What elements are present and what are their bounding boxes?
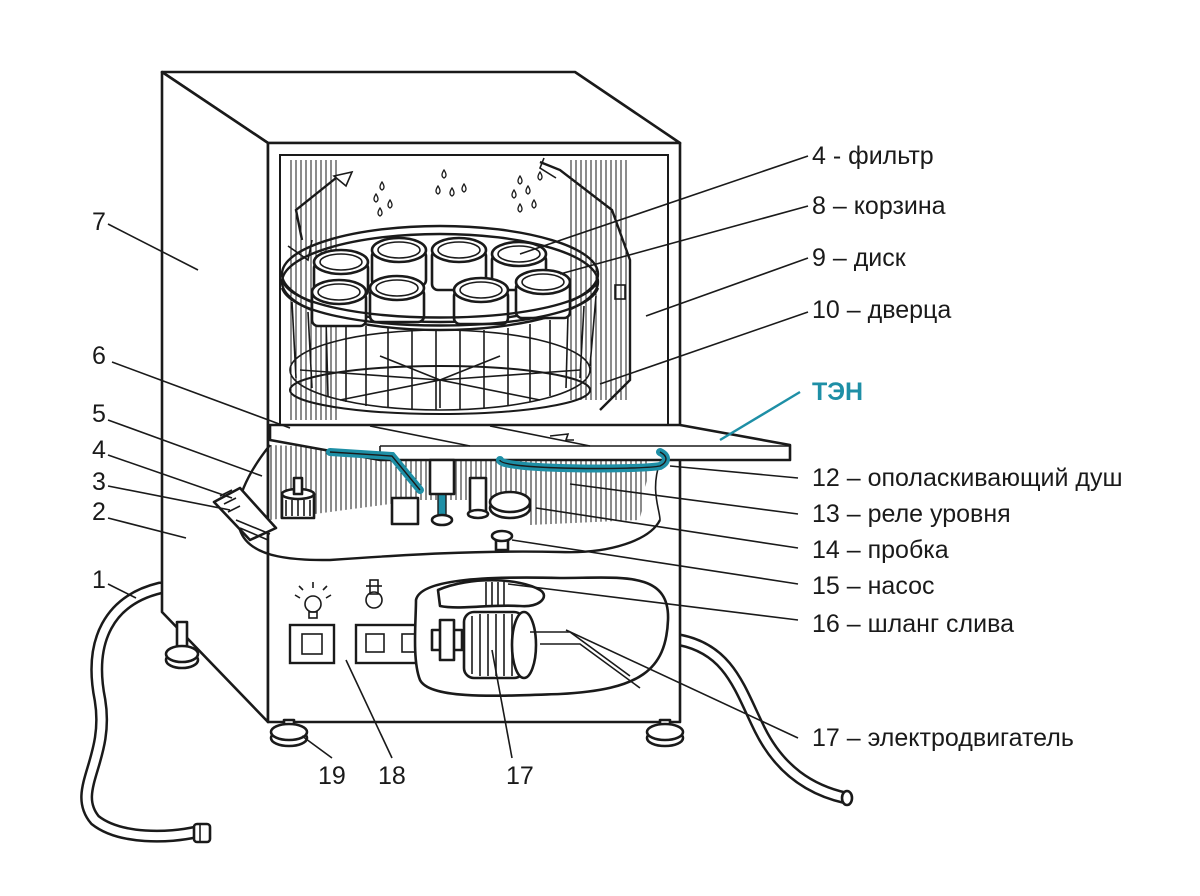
water-drops	[373, 168, 543, 217]
label-level-relay: 13 – реле уровня	[812, 500, 1011, 528]
foot-front-left	[269, 718, 309, 748]
label-3: 3	[92, 468, 106, 496]
jars	[310, 236, 572, 328]
label-6: 6	[92, 342, 106, 370]
label-5: 5	[92, 400, 106, 428]
label-plug: 14 – пробка	[812, 536, 949, 564]
level-relay-cap	[488, 490, 532, 520]
heating-element	[326, 448, 670, 527]
center-block	[390, 458, 490, 526]
basket	[280, 224, 600, 415]
label-18: 18	[378, 762, 406, 790]
foot-back-left	[164, 620, 200, 670]
label-pump: 15 – насос	[812, 572, 935, 600]
spray-arms	[287, 157, 632, 411]
label-heater: ТЭН	[812, 378, 863, 406]
label-drain-hose: 16 – шланг слива	[812, 610, 1014, 638]
plug	[490, 529, 514, 552]
thermometer-icon	[365, 579, 383, 609]
label-basket: 8 – корзина	[812, 192, 946, 220]
label-rinse-shower: 12 – ополаскивающий душ	[812, 464, 1123, 492]
inlet-hose	[80, 581, 212, 844]
label-2: 2	[92, 498, 106, 526]
control-panel	[288, 579, 434, 665]
leader-lines	[107, 155, 809, 759]
drain-hose	[673, 633, 854, 807]
part-5	[280, 476, 316, 520]
light-bulb-icon	[294, 582, 332, 619]
label-7: 7	[92, 208, 106, 236]
label-motor: 17 – электродвигатель	[812, 724, 1074, 752]
label-19: 19	[318, 762, 346, 790]
label-1: 1	[92, 566, 106, 594]
label-disc: 9 – диск	[812, 244, 907, 272]
foot-front-right	[645, 718, 685, 748]
labels: 7 6 5 4 3 2 1 19 18 17 4 - фильтр 8 – ко…	[92, 142, 1123, 790]
power-switch[interactable]	[288, 623, 336, 665]
label-door: 10 – дверца	[812, 296, 951, 324]
electric-motor	[462, 610, 538, 680]
internal-components	[212, 458, 532, 552]
label-17: 17	[506, 762, 534, 790]
label-4: 4	[92, 436, 106, 464]
motor-compartment	[413, 576, 670, 698]
label-filter: 4 - фильтр	[812, 142, 934, 170]
